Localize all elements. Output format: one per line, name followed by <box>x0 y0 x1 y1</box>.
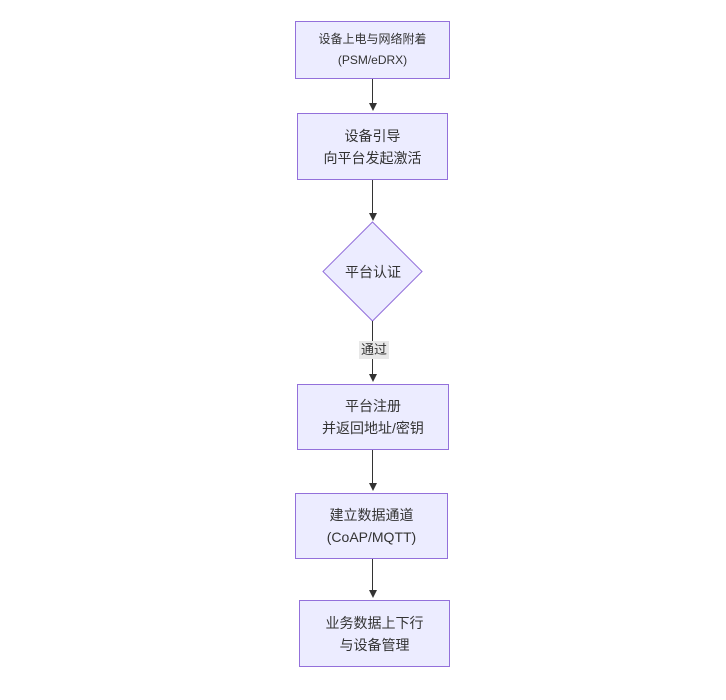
node-power-attach: 设备上电与网络附着 (PSM/eDRX) <box>295 21 450 79</box>
arrowhead-icon <box>369 374 377 382</box>
edge-line <box>372 559 373 591</box>
node-label-line: 平台注册 <box>345 398 401 414</box>
node-data-channel: 建立数据通道 (CoAP/MQTT) <box>295 493 448 559</box>
arrowhead-icon <box>369 213 377 221</box>
node-label-line: 建立数据通道 <box>329 507 414 523</box>
node-label-line: 业务数据上下行 <box>325 614 424 631</box>
node-business-data: 业务数据上下行 与设备管理 <box>299 600 450 667</box>
edge-label-pass: 通过 <box>358 341 390 359</box>
node-platform-register: 平台注册 并返回地址/密钥 <box>297 384 449 450</box>
node-label-line: 并返回地址/密钥 <box>322 420 424 436</box>
node-label-line: 向平台发起激活 <box>323 149 422 166</box>
node-label-line: 设备上电与网络附着 <box>318 32 427 46</box>
node-label-line: 设备引导 <box>344 127 401 144</box>
arrowhead-icon <box>369 103 377 111</box>
edge-line <box>372 450 373 484</box>
node-platform-auth-label: 平台认证 <box>345 264 401 280</box>
arrowhead-icon <box>369 483 377 491</box>
edge-line <box>372 180 373 214</box>
node-label-line: 与设备管理 <box>339 636 410 653</box>
node-label-line: (CoAP/MQTT) <box>326 529 417 545</box>
arrowhead-icon <box>369 590 377 598</box>
node-label-line: (PSM/eDRX) <box>337 53 408 67</box>
edge-line <box>372 79 373 104</box>
node-bootstrap: 设备引导 向平台发起激活 <box>297 113 448 180</box>
